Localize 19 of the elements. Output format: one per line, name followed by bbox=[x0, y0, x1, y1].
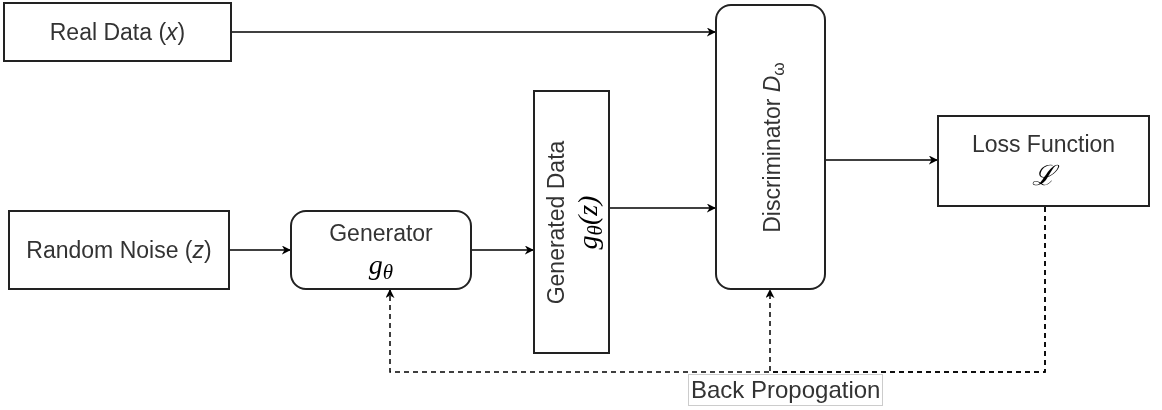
node-label: Real Data (x) bbox=[49, 18, 186, 47]
arrow bbox=[765, 206, 1046, 373]
process-box bbox=[3, 2, 232, 62]
math-label: g$_{θ}$ bbox=[368, 248, 394, 282]
node-label: Generator bbox=[329, 219, 433, 248]
arrow bbox=[471, 245, 534, 255]
arrow bbox=[609, 203, 716, 213]
edge-label: Back Propogation bbox=[688, 374, 884, 406]
arrow bbox=[229, 245, 291, 255]
arrow bbox=[231, 27, 716, 37]
node-label: Generated Data bbox=[540, 140, 569, 304]
rounded-process-box bbox=[290, 210, 472, 290]
arrow bbox=[825, 155, 938, 165]
process-box bbox=[8, 210, 230, 290]
node-label: Random Noise (z) bbox=[26, 236, 212, 265]
process-box bbox=[937, 115, 1150, 207]
process-box bbox=[533, 90, 610, 354]
rounded-process-box bbox=[715, 4, 826, 290]
node-label: Loss Function bbox=[971, 130, 1116, 159]
